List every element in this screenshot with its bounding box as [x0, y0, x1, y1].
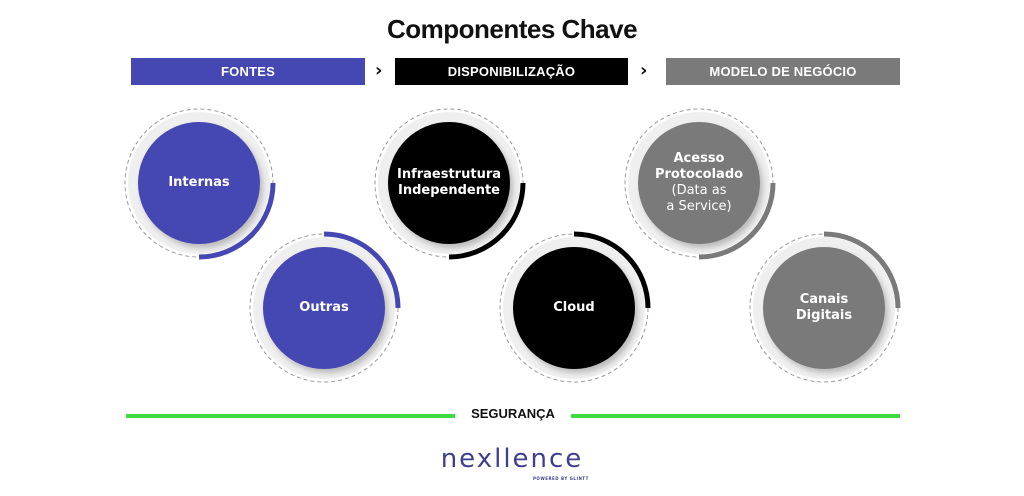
node-disk	[263, 247, 385, 369]
progress-arc	[573, 231, 651, 309]
node-label-line: Infraestrutura	[396, 167, 502, 182]
node-label-line: Acesso	[673, 151, 725, 166]
stage-disponibilizacao: DISPONIBILIZAÇÃO	[395, 58, 628, 85]
progress-arc	[448, 182, 526, 260]
component-node	[374, 108, 526, 260]
component-node	[124, 108, 276, 260]
node-label-line: Outras	[299, 300, 349, 315]
node-label-line: Independente	[397, 183, 500, 198]
component-node	[499, 231, 651, 383]
logo-tagline: POWERED BY GLINTT	[533, 476, 589, 481]
node-disk	[638, 122, 760, 244]
security-label: SEGURANÇA	[471, 406, 555, 421]
node-disk	[388, 122, 510, 244]
component-node	[749, 231, 901, 383]
progress-arc	[198, 182, 276, 260]
node-disk	[138, 122, 260, 244]
node-label-line: Canais	[799, 292, 849, 307]
security-line-left	[126, 414, 455, 418]
node-label-line: Digitais	[795, 308, 853, 323]
node-label-line: (Data as	[671, 183, 727, 198]
page-title: Componentes Chave	[386, 14, 638, 44]
node-disk	[763, 247, 885, 369]
node-label: Outras	[264, 300, 384, 316]
security-line-right	[571, 414, 900, 418]
progress-arc	[823, 231, 901, 309]
stage-fontes: FONTES	[131, 58, 365, 85]
node-label: Internas	[139, 175, 259, 191]
component-node	[249, 231, 401, 383]
component-node	[624, 108, 776, 260]
stage-modelo-de-negocio: MODELO DE NEGÓCIO	[666, 58, 900, 85]
node-disk	[513, 247, 635, 369]
node-label-line: Internas	[168, 175, 230, 190]
progress-arc	[698, 182, 776, 260]
logo-nexllence: nexllence	[440, 444, 584, 474]
node-label-line: Protocolado	[654, 167, 744, 182]
node-label: Cloud	[514, 300, 634, 316]
progress-arc	[323, 231, 401, 309]
node-label-line: Cloud	[553, 300, 595, 315]
chevron-right-icon: ›	[640, 60, 648, 81]
node-label-line: a Service)	[666, 199, 732, 214]
chevron-right-icon: ›	[375, 60, 383, 81]
